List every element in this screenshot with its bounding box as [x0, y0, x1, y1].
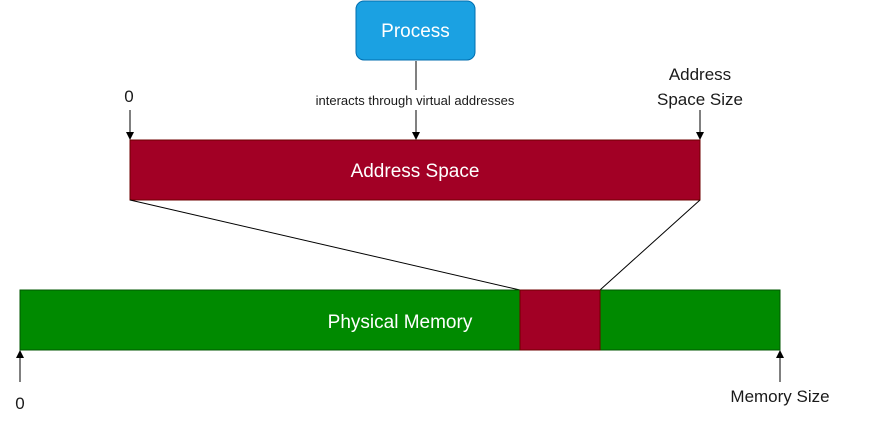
edge-label-background	[296, 90, 536, 110]
address-space-start-label: 0	[124, 87, 133, 106]
process-box	[355, 0, 476, 61]
edge-label: interacts through virtual addresses	[316, 93, 515, 108]
mapping-line-right	[599, 199, 701, 291]
address-space-end-label-line1: Address	[669, 65, 731, 84]
physical-memory-end-label: Memory Size	[730, 387, 829, 406]
process-label: Process	[381, 21, 450, 42]
physical-memory-bar	[19, 289, 781, 351]
address-space-bar	[129, 139, 701, 201]
mapping-line-left	[129, 199, 521, 291]
address-space-label: Address Space	[351, 161, 480, 182]
address-space-end-label-line2: Space Size	[657, 90, 743, 109]
physical-memory-label: Physical Memory	[328, 312, 473, 333]
physical-memory-start-label: 0	[15, 394, 24, 413]
mapped-region	[519, 289, 601, 351]
